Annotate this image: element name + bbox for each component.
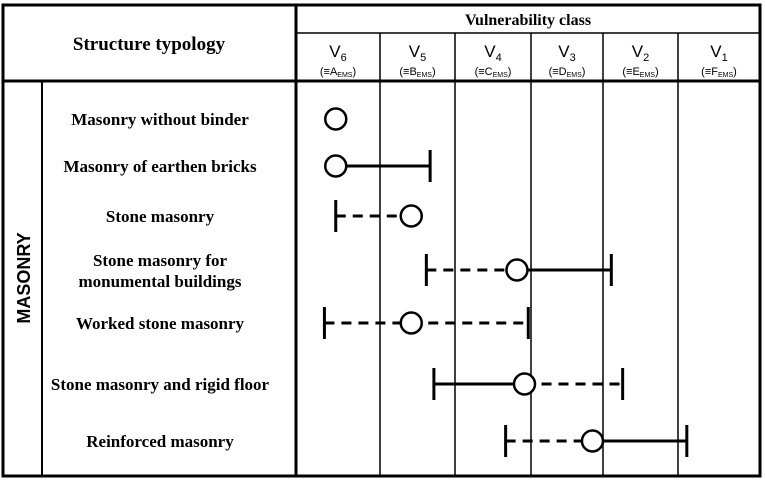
vulnerability-class-header: Vulnerability class — [465, 12, 591, 29]
most-likely-class-marker — [399, 204, 423, 228]
ems-subscript: EMS — [417, 72, 433, 79]
most-likely-class-marker — [324, 107, 348, 131]
ems-subscript: EMS — [567, 72, 583, 79]
row-label: Reinforced masonry — [86, 432, 234, 451]
class-V6-label: V6 — [329, 42, 346, 64]
ems-suffix: ) — [432, 66, 436, 78]
class-ems-equivalent: (≡BEMS) — [399, 66, 435, 79]
class-name: V — [710, 42, 722, 61]
class-V3-label: V3 — [558, 42, 575, 64]
vulnerability-range — [504, 425, 689, 457]
ems-suffix: ) — [733, 66, 737, 78]
class-name: V — [329, 42, 341, 61]
row-label-line: Stone masonry and rigid floor — [51, 375, 270, 394]
class-index: 4 — [496, 52, 502, 64]
class-name: V — [558, 42, 570, 61]
row-label-line: Reinforced masonry — [86, 432, 234, 451]
class-index: 5 — [420, 52, 426, 64]
ems-subscript: EMS — [640, 72, 656, 79]
most-likely-class-marker — [505, 258, 529, 282]
ems-prefix: (≡E — [622, 66, 639, 78]
row-label: Masonry of earthen bricks — [63, 157, 257, 176]
class-index: 1 — [722, 52, 728, 64]
vulnerability-range — [334, 200, 423, 232]
vulnerability-range — [322, 307, 530, 339]
row-label-line: Worked stone masonry — [76, 314, 245, 333]
class-V1-label: V1 — [710, 42, 727, 64]
row-label: Stone masonry and rigid floor — [51, 375, 270, 394]
class-ems-equivalent: (≡EEMS) — [622, 66, 658, 79]
ems-prefix: (≡A — [320, 66, 338, 78]
vulnerability-range — [324, 150, 432, 182]
row-label-line: monumental buildings — [79, 272, 242, 291]
class-ems-equivalent: (≡CEMS) — [475, 66, 512, 79]
row-label: Stone masonry — [106, 207, 215, 226]
ems-prefix: (≡F — [701, 66, 718, 78]
row-label: Stone masonry for monumental buildings — [79, 251, 242, 291]
row-label-line: Masonry without binder — [71, 110, 249, 129]
most-likely-class-marker — [324, 154, 348, 178]
ems-suffix: ) — [508, 66, 512, 78]
vulnerability-range — [424, 254, 613, 286]
table-border — [1, 3, 762, 478]
row-label: Worked stone masonry — [76, 314, 245, 333]
class-V5-label: V5 — [409, 42, 426, 64]
vulnerability-range — [432, 368, 625, 400]
ems-prefix: (≡C — [475, 66, 493, 78]
ems-prefix: (≡D — [549, 66, 567, 78]
ems-subscript: EMS — [337, 72, 353, 79]
class-V2-label: V2 — [632, 42, 649, 64]
ems-subscript: EMS — [718, 72, 734, 79]
class-index: 3 — [570, 52, 576, 64]
ems-suffix: ) — [655, 66, 659, 78]
most-likely-class-marker — [399, 311, 423, 335]
row-label-line: Masonry of earthen bricks — [63, 157, 257, 176]
row-label-line: Stone masonry — [106, 207, 215, 226]
ems-prefix: (≡B — [399, 66, 416, 78]
class-index: 2 — [643, 52, 649, 64]
vulnerability-range — [324, 107, 348, 131]
class-ems-equivalent: (≡DEMS) — [549, 66, 586, 79]
row-label: Masonry without binder — [71, 110, 249, 129]
masonry-group-label: MASONRY — [14, 232, 34, 323]
most-likely-class-marker — [580, 429, 605, 453]
class-name: V — [409, 42, 421, 61]
ems-suffix: ) — [352, 66, 356, 78]
class-ems-equivalent: (≡AEMS) — [320, 66, 356, 79]
ems-subscript: EMS — [493, 72, 509, 79]
structure-typology-header: Structure typology — [73, 34, 226, 55]
class-index: 6 — [341, 52, 347, 64]
class-V4-label: V4 — [484, 42, 501, 64]
class-name: V — [632, 42, 644, 61]
most-likely-class-marker — [512, 372, 537, 396]
ems-suffix: ) — [582, 66, 586, 78]
row-label-line: Stone masonry for — [93, 251, 228, 270]
class-name: V — [484, 42, 496, 61]
class-ems-equivalent: (≡FEMS) — [701, 66, 737, 79]
